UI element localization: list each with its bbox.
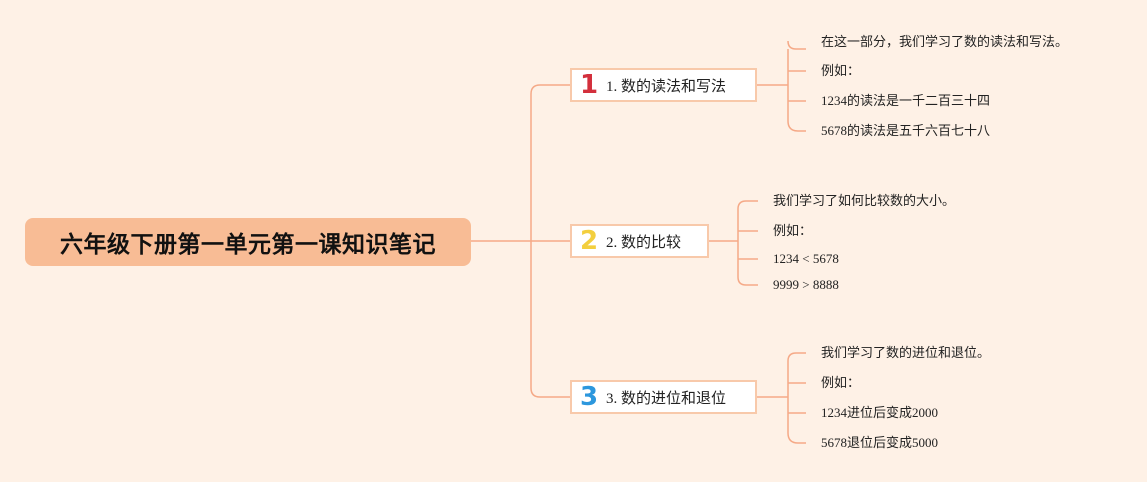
- note-item[interactable]: 1234的读法是一千二百三十四: [821, 93, 991, 108]
- topic-label: 3. 数的进位和退位: [606, 390, 727, 407]
- note-item[interactable]: 例如：: [821, 63, 861, 78]
- note-item[interactable]: 1234 < 5678: [773, 251, 839, 266]
- note-item[interactable]: 我们学习了数的进位和退位。: [821, 345, 991, 360]
- note-item[interactable]: 9999 > 8888: [773, 277, 839, 292]
- topic-label: 1. 数的读法和写法: [606, 78, 727, 95]
- note-item[interactable]: 5678的读法是五千六百七十八: [821, 123, 991, 138]
- root-topic[interactable]: 六年级下册第一单元第一课知识笔记: [25, 218, 471, 266]
- note-item[interactable]: 5678退位后变成5000: [821, 435, 939, 450]
- topic-label: 2. 数的比较: [606, 234, 682, 251]
- note-item[interactable]: 例如：: [773, 223, 813, 238]
- note-item[interactable]: 我们学习了如何比较数的大小。: [773, 193, 956, 208]
- number-two-icon: 2: [579, 226, 599, 256]
- topic-reading-writing-numbers[interactable]: 1 1. 数的读法和写法: [570, 68, 757, 102]
- number-one-icon: 1: [579, 70, 599, 100]
- topic-carry-and-borrow[interactable]: 3 3. 数的进位和退位: [570, 380, 757, 414]
- number-three-icon: 3: [579, 382, 599, 412]
- note-item[interactable]: 1234进位后变成2000: [821, 405, 939, 420]
- note-item[interactable]: 在这一部分，我们学习了数的读法和写法。: [821, 34, 1069, 49]
- note-item[interactable]: 例如：: [821, 375, 861, 390]
- topic-comparing-numbers[interactable]: 2 2. 数的比较: [570, 224, 709, 258]
- root-title: 六年级下册第一单元第一课知识笔记: [60, 232, 436, 258]
